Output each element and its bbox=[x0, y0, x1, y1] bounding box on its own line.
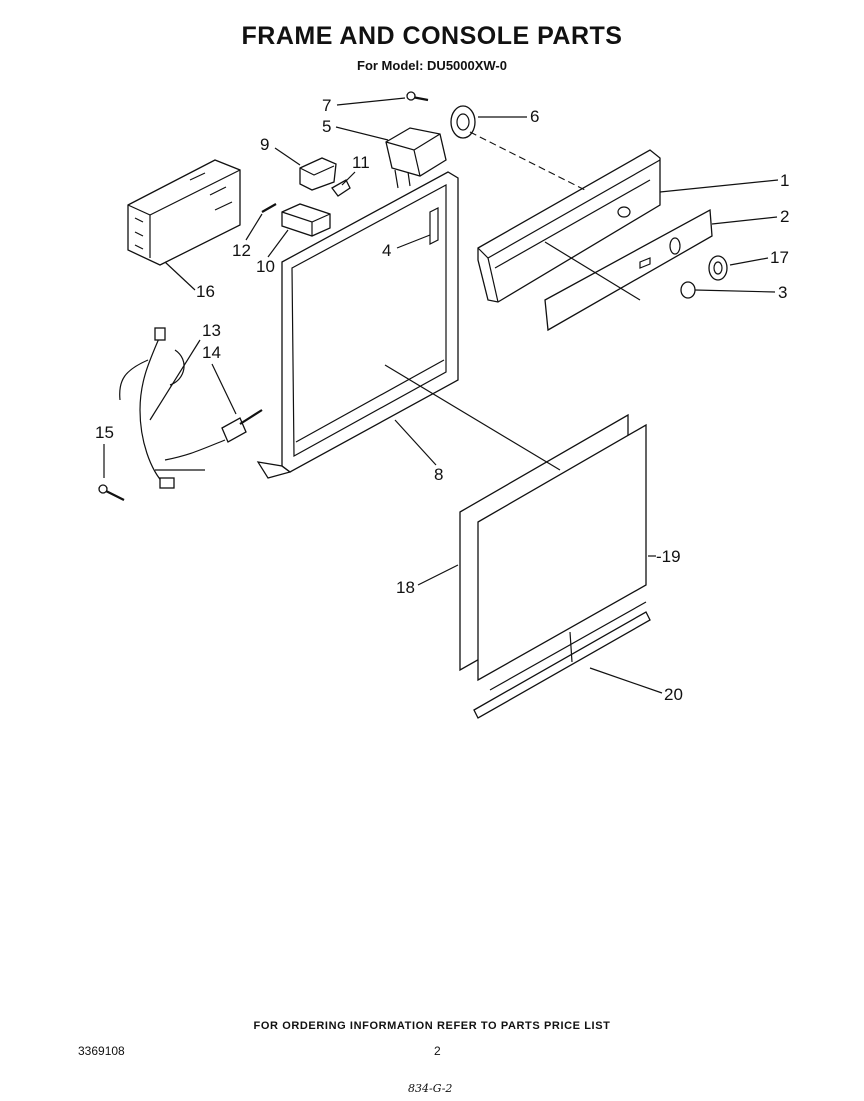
part-6-knob bbox=[450, 105, 476, 139]
document-number: 3369108 bbox=[78, 1044, 125, 1058]
callout-14: 14 bbox=[202, 343, 221, 362]
part-14-switch bbox=[221, 409, 263, 443]
callout-3: 3 bbox=[778, 283, 787, 302]
callout-8: 8 bbox=[434, 465, 443, 484]
part-9-switch bbox=[299, 157, 337, 191]
part-1-console bbox=[477, 149, 661, 303]
callout-6: 6 bbox=[530, 107, 539, 126]
part-16-housing bbox=[127, 159, 241, 266]
ordering-note: FOR ORDERING INFORMATION REFER TO PARTS … bbox=[253, 1020, 611, 1032]
callout-1: 1 bbox=[780, 171, 789, 190]
callout-10: 10 bbox=[256, 257, 275, 276]
callout-19: -19 bbox=[656, 547, 681, 566]
callout-5: 5 bbox=[322, 117, 331, 136]
part-15-screw bbox=[98, 484, 125, 501]
callout-7: 7 bbox=[322, 96, 331, 115]
callout-20: 20 bbox=[664, 685, 683, 704]
assembly-line-6-1 bbox=[469, 131, 586, 191]
callout-12: 12 bbox=[232, 241, 251, 260]
part-13-wire-harness bbox=[119, 327, 226, 489]
part-19-door-panel bbox=[477, 423, 647, 682]
handwritten-code: 834-G-2 bbox=[408, 1082, 453, 1095]
part-2-panel bbox=[544, 208, 713, 332]
part-5-switch-assembly bbox=[385, 127, 447, 189]
part-3-knob bbox=[680, 281, 696, 299]
callout-17: 17 bbox=[770, 248, 789, 267]
part-10-bracket bbox=[281, 203, 331, 237]
part-11-clip bbox=[331, 179, 351, 197]
part-12-pin bbox=[261, 203, 277, 213]
assembly-line-1-2 bbox=[544, 241, 641, 301]
model-subtitle: For Model: DU5000XW-0 bbox=[357, 58, 507, 73]
part-17-knob bbox=[708, 255, 728, 281]
part-20-trim bbox=[473, 601, 651, 719]
callout-2: 2 bbox=[780, 207, 789, 226]
part-7-screw bbox=[406, 91, 429, 102]
callout-11: 11 bbox=[352, 153, 370, 172]
callout-13: 13 bbox=[202, 321, 221, 340]
callout-18: 18 bbox=[396, 578, 415, 597]
callout-16: 16 bbox=[196, 282, 215, 301]
page-title: FRAME AND CONSOLE PARTS bbox=[241, 22, 623, 50]
callout-9: 9 bbox=[260, 135, 269, 154]
callout-4: 4 bbox=[382, 241, 391, 260]
page-number: 2 bbox=[434, 1044, 441, 1058]
part-8-door-frame bbox=[256, 171, 459, 479]
assembly-line-8-18 bbox=[384, 364, 561, 471]
callout-15: 15 bbox=[95, 423, 114, 442]
